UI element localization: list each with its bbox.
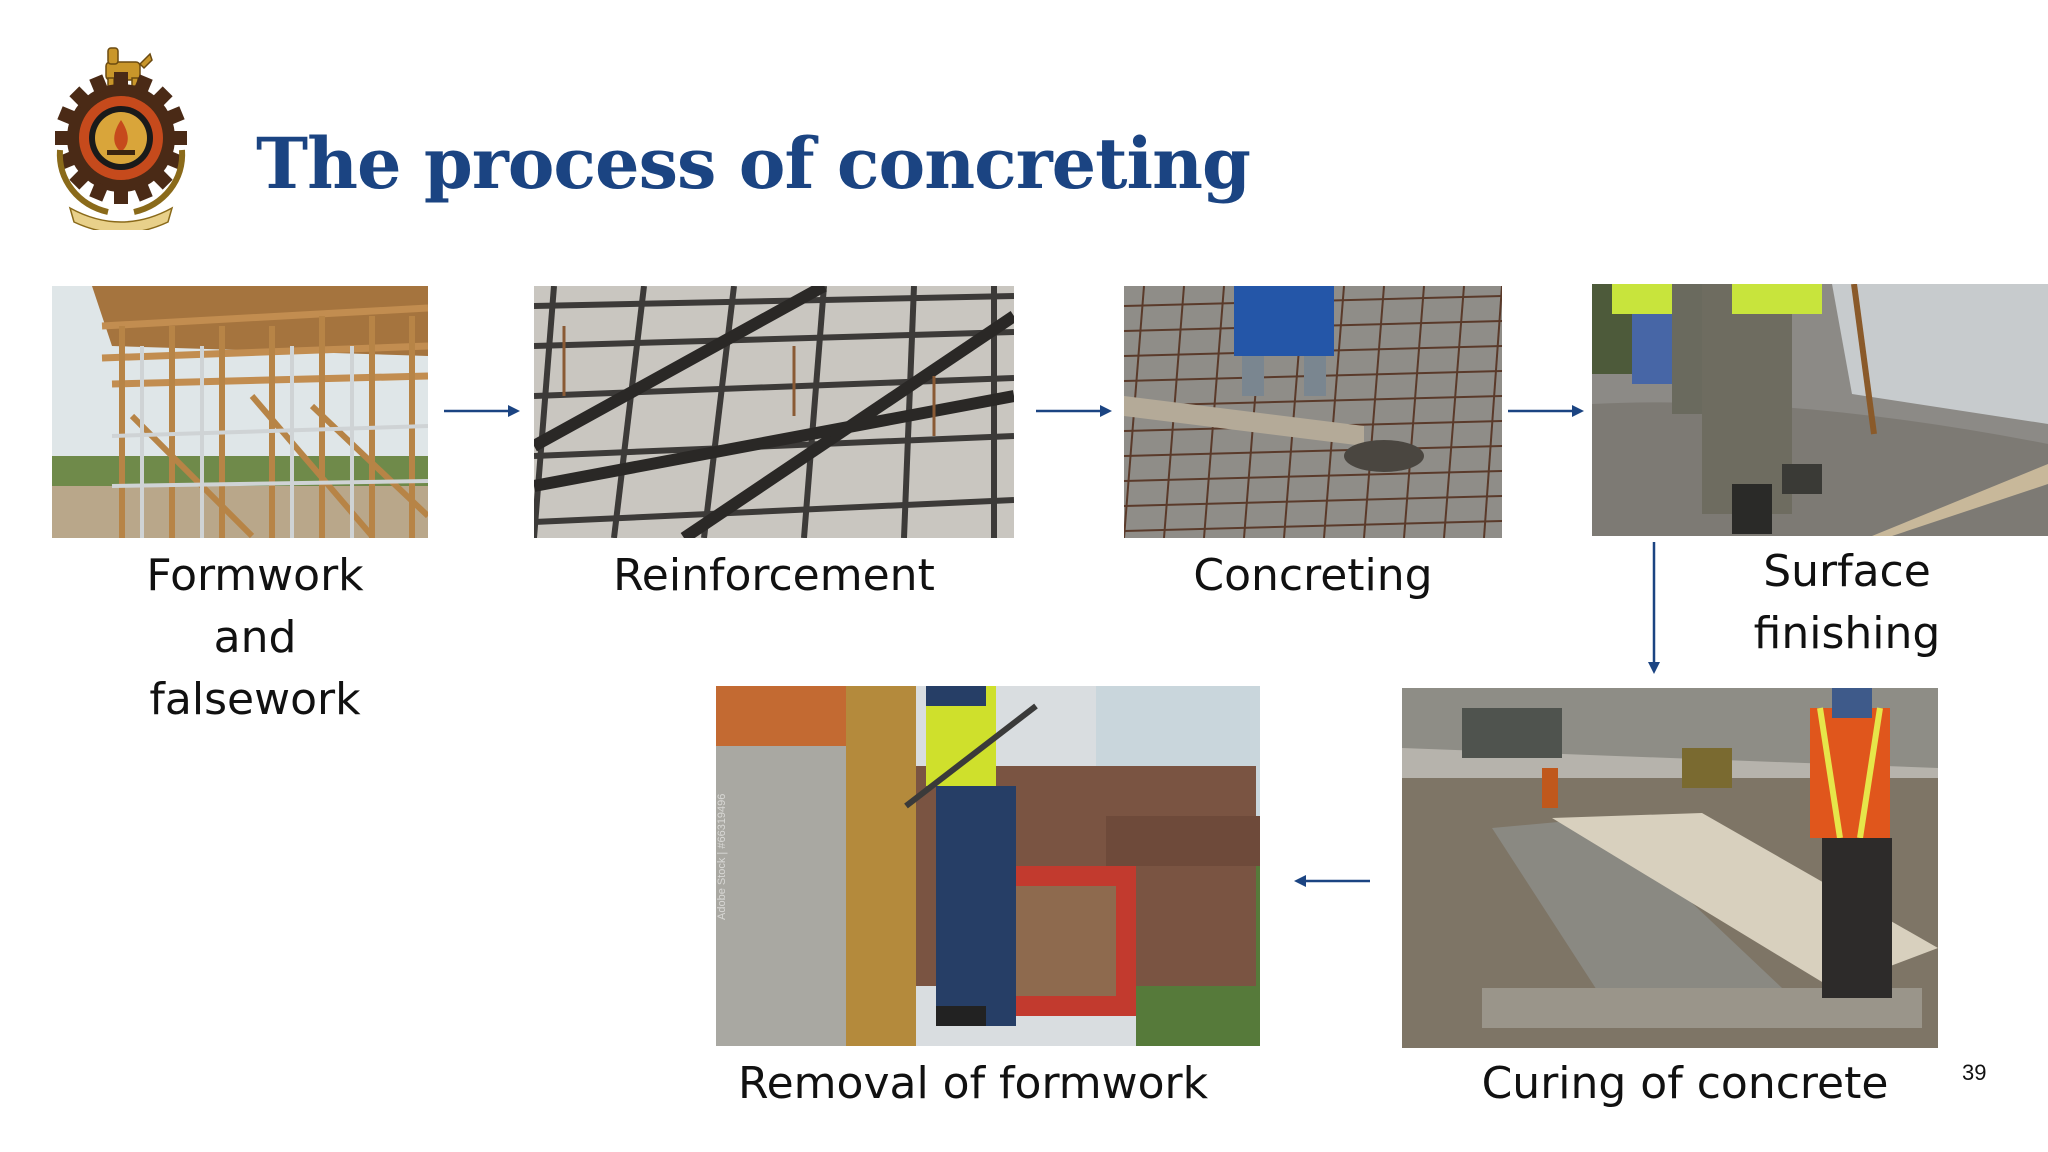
caption-reinforcement: Reinforcement [613, 550, 935, 601]
page-number: 39 [1962, 1060, 1987, 1085]
workers-levelling-concrete-photo [1592, 284, 2048, 536]
caption-line: Surface [1763, 546, 1931, 597]
caption-surface-finishing: Surface finishing [1692, 541, 2002, 665]
caption-formwork-and-falsework: Formwork and falsework [90, 545, 420, 731]
arrow-reinforcement-to-concreting-icon [1036, 405, 1112, 417]
caption-line: and [213, 612, 297, 663]
caption-line: Formwork [146, 550, 364, 601]
arrow-finishing-to-curing-icon [1648, 542, 1660, 674]
concrete-pouring-photo [1124, 286, 1502, 538]
arrow-concreting-to-finishing-icon [1508, 405, 1584, 417]
caption-removal-of-formwork: Removal of formwork [738, 1058, 1209, 1109]
arrow-formwork-to-reinforcement-icon [444, 405, 520, 417]
timber-scaffolding-photo [52, 286, 428, 538]
stock-watermark: Adobe Stock | #66319496 [716, 793, 728, 920]
caption-line: falsework [149, 674, 361, 725]
arrow-curing-to-removal-icon [1294, 875, 1370, 887]
university-crest-icon [55, 47, 187, 234]
caption-curing-of-concrete: Curing of concrete [1481, 1058, 1889, 1109]
caption-line: finishing [1753, 608, 1941, 659]
slide-title: The process of concreting [256, 122, 1251, 205]
worker-stripping-formwork-photo [716, 686, 1260, 1046]
road-slab-curing-photo [1402, 688, 1938, 1048]
rebar-mesh-photo [534, 286, 1014, 538]
caption-concreting: Concreting [1193, 550, 1433, 601]
university-logo [48, 40, 194, 234]
